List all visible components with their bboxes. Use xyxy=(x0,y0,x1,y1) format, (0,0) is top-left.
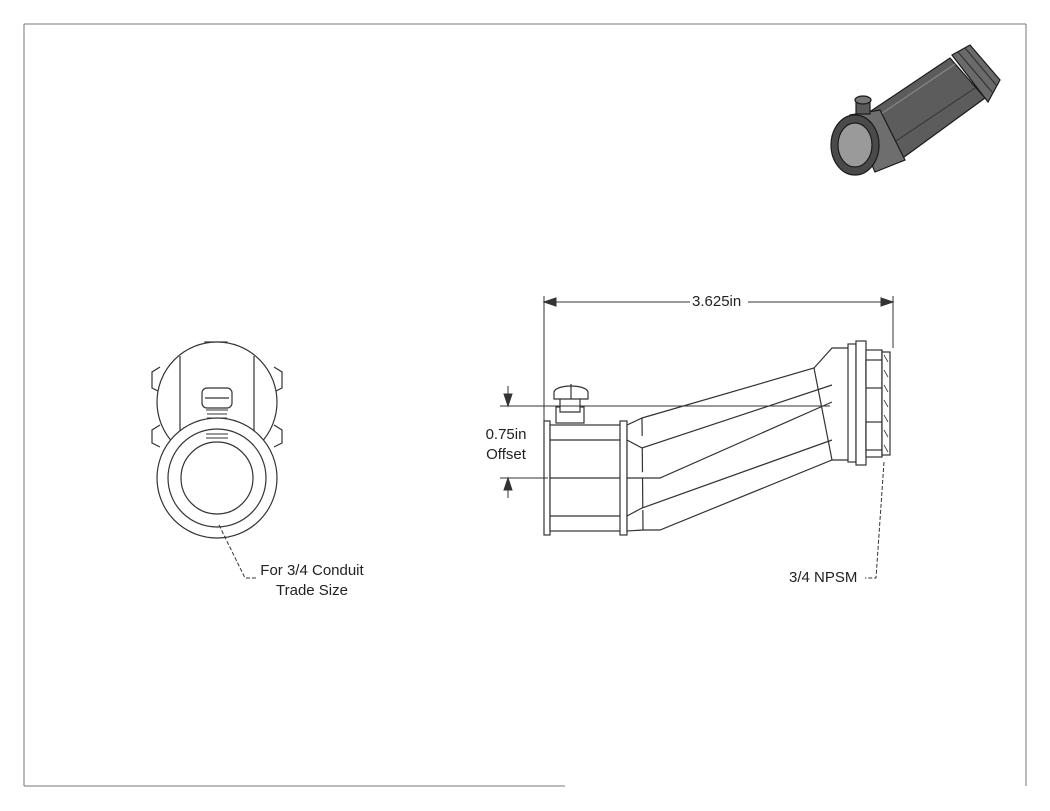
drawing-frame xyxy=(23,23,1027,787)
offset-value: 0.75in xyxy=(485,426,527,443)
conduit-callout: For 3/4 Conduit Trade Size xyxy=(252,561,372,601)
conduit-callout-line1: For 3/4 Conduit xyxy=(260,562,364,579)
side-view xyxy=(543,340,891,536)
front-view xyxy=(151,341,283,539)
leader-lines xyxy=(218,461,885,579)
offset-label: Offset xyxy=(486,446,526,463)
dimension-lines xyxy=(500,296,895,498)
iso-view-thumbnail xyxy=(830,44,1001,176)
offset-dimension: 0.75in Offset xyxy=(482,425,530,465)
conduit-callout-line2: Trade Size xyxy=(276,582,348,599)
overall-length-dimension: 3.625in xyxy=(692,293,742,310)
thread-callout: 3/4 NPSM xyxy=(789,569,858,586)
